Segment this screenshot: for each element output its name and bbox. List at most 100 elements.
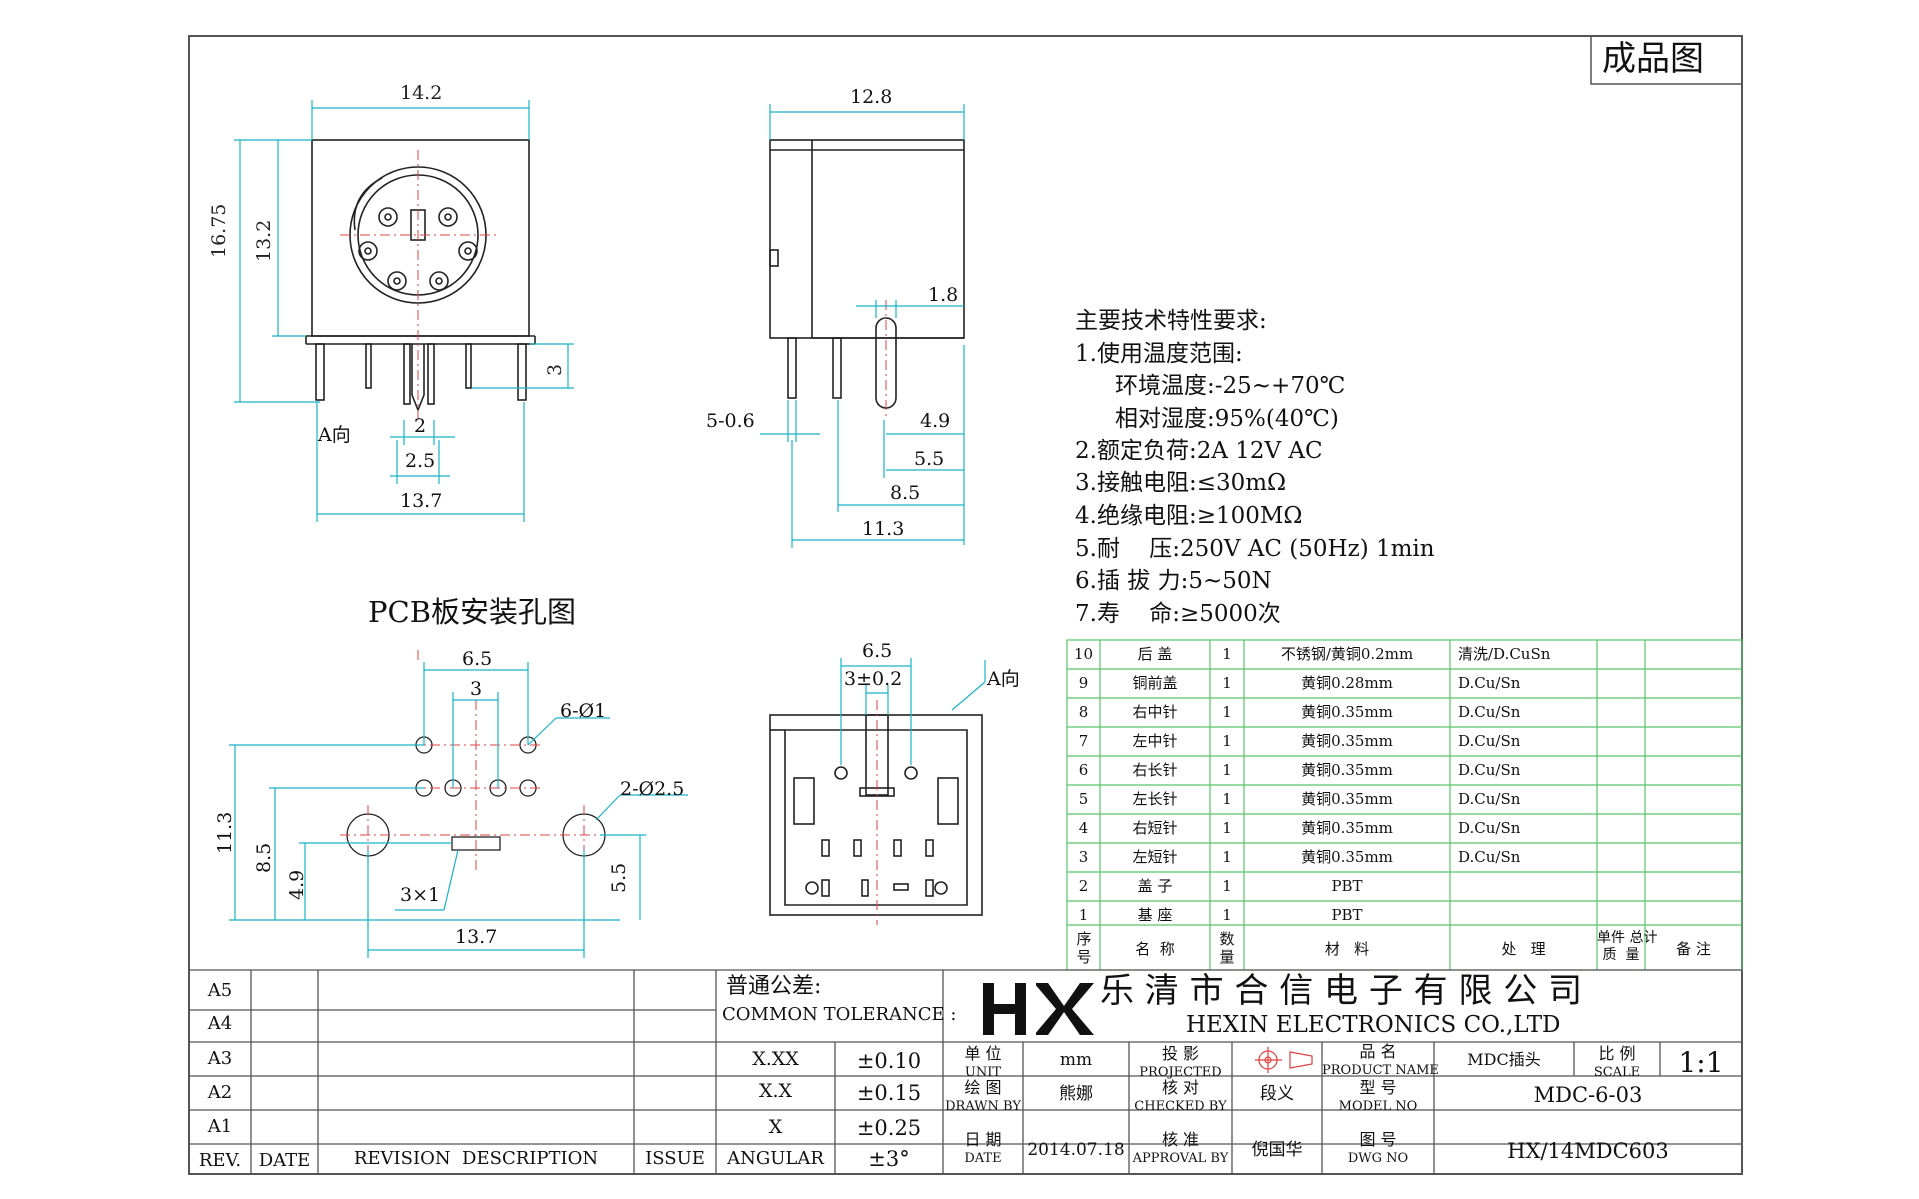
bom-cell-material: PBT (1331, 877, 1363, 895)
spec-heading: 主要技术特性要求: (1075, 308, 1267, 334)
dim-side-a: 4.9 (920, 410, 951, 432)
bom-cell-no: 4 (1078, 819, 1089, 837)
bom-header-material: 材 料 (1324, 940, 1370, 958)
bom-cell-treatment: D.Cu/Sn (1458, 703, 1521, 721)
bom-cell-name: 铜前盖 (1132, 674, 1178, 692)
bom-cell-treatment: D.Cu/Sn (1458, 674, 1521, 692)
bom-cell-material: 黄铜0.35mm (1301, 703, 1393, 721)
pcb-title: PCB板安装孔图 (368, 595, 577, 629)
dim-front-pin-length: 3 (544, 363, 566, 376)
company-name-en: HEXIN ELECTRONICS CO.,LTD (1186, 1012, 1561, 1038)
bottom-view (769, 714, 983, 916)
bom-cell-name: 盖 子 (1137, 877, 1173, 895)
bom-header-qty: 数量 (1219, 930, 1235, 966)
product-name-value: MDC插头 (1467, 1050, 1541, 1069)
rev-row-label: A4 (207, 1013, 233, 1034)
rev-row-label: A1 (207, 1116, 233, 1137)
tolerance-format: X.X (758, 1080, 793, 1102)
spec-line: 1.使用温度范围: (1075, 341, 1243, 367)
rev-row-label: A3 (207, 1048, 233, 1069)
bom-cell-qty: 1 (1222, 906, 1232, 924)
bom-cell-no: 3 (1078, 848, 1089, 866)
bottom-dimensions (840, 658, 986, 765)
bom-cell-material: 黄铜0.35mm (1301, 819, 1393, 837)
bom-header-remark: 备 注 (1676, 940, 1711, 958)
dim-pcb-h-low: 4.9 (286, 869, 308, 900)
side-view (769, 139, 965, 409)
spec-line: 6.插 拔 力:5~50N (1075, 568, 1272, 594)
bom-cell-name: 右短针 (1132, 819, 1178, 837)
dim-bottom-inner: 3±0.2 (844, 668, 903, 690)
bom-cell-treatment: D.Cu/Sn (1458, 819, 1521, 837)
spec-line: 2.额定负荷:2A 12V AC (1075, 438, 1323, 464)
bom-cell-material: 不锈钢/黄铜0.2mm (1280, 645, 1414, 663)
bom-cell-material: 黄铜0.35mm (1301, 790, 1393, 808)
pcb-holes-label: 6-Ø1 (560, 700, 607, 722)
bom-header-no: 序号 (1076, 930, 1092, 966)
dim-pcb-outer: 6.5 (462, 648, 493, 670)
bom-cell-qty: 1 (1222, 877, 1232, 895)
rev-row-label: A2 (207, 1082, 233, 1103)
front-view-dimensions (234, 100, 574, 522)
dim-side-b: 5.5 (914, 448, 945, 470)
bom-cell-name: 左长针 (1132, 790, 1178, 808)
bom-cell-qty: 1 (1222, 761, 1232, 779)
dim-pcb-h-mid: 8.5 (253, 842, 275, 873)
titleblock-grid (189, 969, 1742, 1174)
front-view (305, 139, 536, 413)
bom-header-weight: 单件 总计质 量 (1597, 930, 1658, 963)
spec-line: 4.绝缘电阻:≥100MΩ (1075, 503, 1303, 529)
dim-front-pin-pitch: 2.5 (405, 450, 436, 472)
bom-grid (1066, 639, 1743, 971)
drawn-by-value: 熊娜 (1059, 1084, 1093, 1104)
bottom-view-direction-label: A向 (987, 668, 1020, 690)
bom-cell-name: 左中针 (1132, 732, 1178, 750)
bom-cell-treatment: D.Cu/Sn (1458, 848, 1521, 866)
company-name-cn: 乐 清 市 合 信 电 子 有 限 公 司 (1100, 971, 1583, 1011)
dim-front-width-bottom: 13.7 (400, 490, 443, 512)
bom-cell-name: 右中针 (1132, 703, 1178, 721)
projection-symbol (1255, 1047, 1313, 1073)
rev-col-date: DATE (258, 1150, 311, 1171)
dim-side-c: 8.5 (890, 482, 921, 504)
bom-cell-no: 6 (1078, 761, 1089, 779)
bom-cell-qty: 1 (1222, 674, 1232, 692)
bom-cell-name: 基 座 (1137, 906, 1173, 924)
tolerance-format: X.XX (752, 1048, 799, 1070)
dim-front-center-pin: 2 (414, 415, 427, 437)
bom-cell-no: 8 (1078, 703, 1089, 721)
bom-cell-qty: 1 (1222, 819, 1232, 837)
bom-cell-treatment: D.Cu/Sn (1458, 761, 1521, 779)
company-logo (983, 983, 1094, 1035)
scale-value: 1:1 (1678, 1046, 1724, 1079)
bom-cell-qty: 1 (1222, 790, 1232, 808)
tolerance-value: ±0.25 (856, 1116, 922, 1140)
model-no-value: MDC-6-03 (1533, 1083, 1643, 1107)
tolerance-value: ±0.15 (856, 1081, 922, 1105)
spec-line: 7.寿 命:≥5000次 (1075, 601, 1281, 627)
dwg-no-value: HX/14MDC603 (1507, 1139, 1669, 1163)
bom-cell-no: 9 (1078, 674, 1089, 692)
bom-cell-name: 左短针 (1132, 848, 1178, 866)
pcb-dimensions (229, 662, 688, 958)
pcb-mount-label: 2-Ø2.5 (620, 778, 685, 800)
rev-col-issue: ISSUE (645, 1148, 705, 1169)
dim-side-pins: 5-0.6 (706, 410, 755, 432)
tolerance-format: X (768, 1116, 783, 1138)
tolerance-title-en: COMMON TOLERANCE : (722, 1004, 957, 1025)
dim-front-height-inner: 13.2 (253, 219, 275, 262)
date-value: 2014.07.18 (1027, 1140, 1125, 1160)
dim-side-depth: 12.8 (850, 86, 893, 108)
rev-col-description: REVISION DESCRIPTION (353, 1148, 599, 1169)
bom-cell-material: 黄铜0.35mm (1301, 848, 1393, 866)
bom-cell-no: 2 (1078, 877, 1089, 895)
side-view-dimensions (760, 104, 965, 548)
dim-pcb-h-right: 5.5 (608, 862, 630, 893)
bom-header-treatment: 处 理 (1501, 940, 1546, 958)
